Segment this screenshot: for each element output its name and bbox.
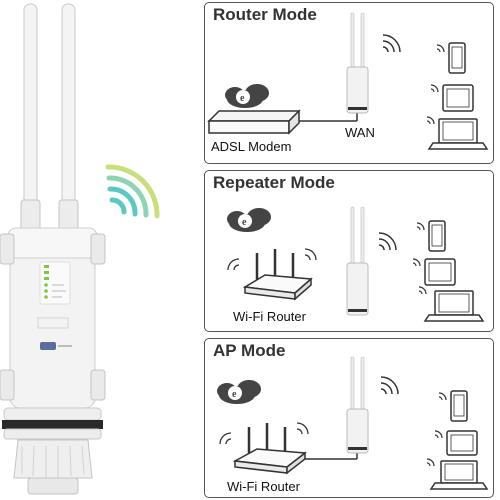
cable-gland <box>13 439 93 479</box>
wifi-signal-icon <box>418 286 427 295</box>
router-mode-panel: Router Mode e <box>204 2 494 164</box>
svg-text:e: e <box>240 93 245 104</box>
mount-bracket-right-top <box>90 233 106 265</box>
laptop-icon <box>429 460 489 490</box>
mount-bracket-left-bottom <box>0 369 15 401</box>
panel-title: Repeater Mode <box>213 173 335 192</box>
outdoor-access-point-product <box>0 0 200 500</box>
modem-icon <box>207 109 301 135</box>
router-icon <box>232 423 307 475</box>
smartphone-icon <box>450 390 468 422</box>
wifi-signal-icon <box>436 44 445 53</box>
wan-label: WAN <box>345 125 375 140</box>
led-3 <box>44 277 49 280</box>
access-point-illustration <box>0 3 160 495</box>
access-point-icon <box>346 206 369 316</box>
tablet-icon <box>424 258 456 286</box>
base-ring <box>2 420 103 429</box>
wifi-signal-icon <box>219 422 309 445</box>
wifi-signal-icon <box>430 84 439 93</box>
svg-text:e: e <box>232 389 237 400</box>
mount-bracket-right-bottom <box>90 369 106 401</box>
access-point-icon <box>346 12 369 114</box>
wifi-signal-icon <box>105 164 160 219</box>
laptop-icon <box>427 118 489 150</box>
repeater-mode-panel: Repeater Mode e <box>204 170 494 332</box>
wifi-signal-icon <box>426 458 435 467</box>
ac-badge <box>40 342 56 350</box>
router-icon <box>242 249 313 301</box>
internet-cloud-icon: e <box>227 208 271 232</box>
led-2 <box>44 271 49 274</box>
access-point-icon <box>346 356 369 454</box>
adsl-modem-label: ADSL Modem <box>211 139 292 154</box>
svg-text:e: e <box>242 217 247 228</box>
wifi-router-label: Wi-Fi Router <box>233 309 306 324</box>
laptop-icon <box>423 290 485 322</box>
panel-title: Router Mode <box>213 5 317 24</box>
repeater-mode-diagram: e <box>227 206 485 322</box>
wifi-signal-icon <box>438 392 447 401</box>
tablet-icon <box>446 430 478 456</box>
wifi-router-label: Wi-Fi Router <box>227 479 300 494</box>
wifi-signal-icon <box>416 222 425 231</box>
internet-cloud-icon: e <box>225 84 269 108</box>
smartphone-icon <box>428 220 446 252</box>
wifi-signal-icon <box>434 430 443 439</box>
led-5 <box>44 289 48 293</box>
panel-title: AP Mode <box>213 341 286 360</box>
router-mode-diagram: e <box>207 12 489 150</box>
tablet-icon <box>442 84 474 112</box>
led-4 <box>44 283 48 287</box>
led-6 <box>44 295 48 299</box>
internet-cloud-icon: e <box>217 380 261 404</box>
ap-mode-diagram: e <box>217 356 489 490</box>
wifi-signal-icon <box>412 258 421 267</box>
smartphone-icon <box>448 42 466 74</box>
wifi-signal-icon <box>227 248 317 271</box>
mount-bracket-left-top <box>0 233 15 265</box>
wifi-signal-icon <box>378 232 397 251</box>
wifi-signal-icon <box>382 34 401 53</box>
led-1 <box>44 265 49 268</box>
ap-mode-panel: AP Mode e <box>204 338 494 498</box>
wifi-signal-icon <box>426 116 435 125</box>
wifi-signal-icon <box>380 376 399 395</box>
